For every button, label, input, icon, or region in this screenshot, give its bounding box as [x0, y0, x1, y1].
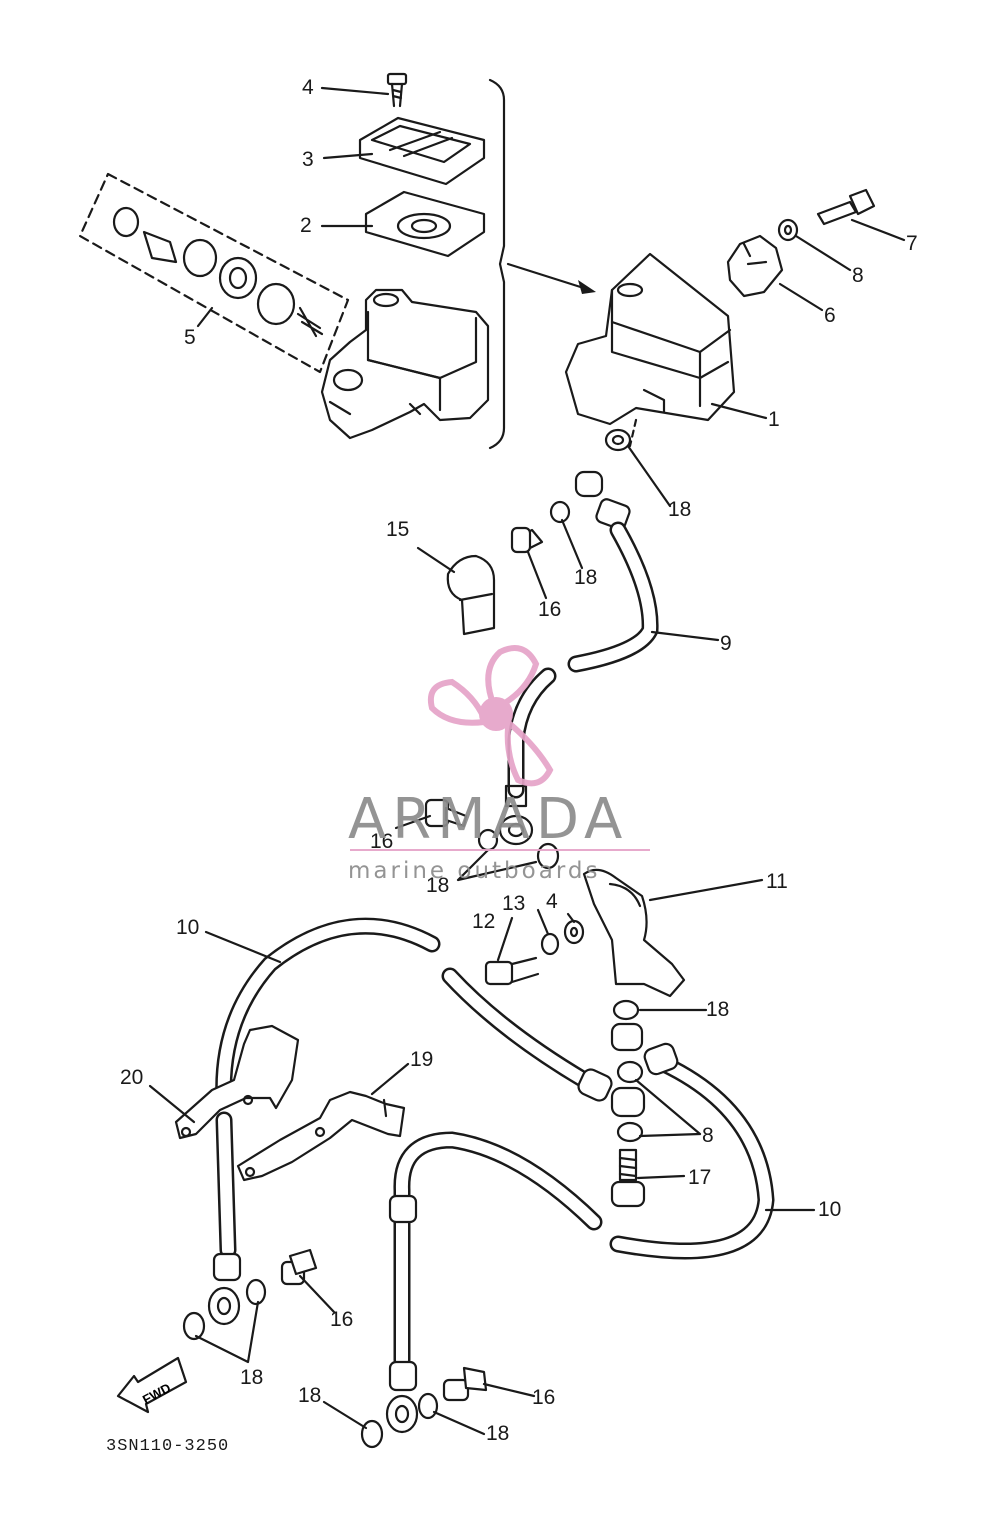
callout-leaders: [148, 86, 906, 1436]
callout-19: 19: [410, 1048, 433, 1071]
callout-20: 20: [120, 1066, 143, 1089]
callout-2: 2: [300, 214, 312, 237]
callout-16: 16: [538, 598, 561, 621]
callout-18: 18: [574, 566, 597, 589]
callout-16: 16: [532, 1386, 555, 1409]
callout-18: 18: [240, 1366, 263, 1389]
callout-8: 8: [852, 264, 864, 287]
callout-18: 18: [298, 1384, 321, 1407]
master-cylinder-exploded: [78, 72, 596, 450]
callout-18: 18: [706, 998, 729, 1021]
propeller-logo-icon: [428, 645, 554, 787]
callout-4: 4: [302, 76, 314, 99]
watermark-tagline: marine outboards: [348, 858, 600, 884]
hose-brackets: [174, 1024, 406, 1182]
callout-9: 9: [720, 632, 732, 655]
callout-10: 10: [818, 1198, 841, 1221]
callout-18: 18: [486, 1422, 509, 1445]
lower-brake-hoses: [182, 917, 775, 1449]
callout-labels: 4 3 2 5 7 8 6 1 18 15 18 16 9 16 18 11 1…: [106, 76, 918, 1456]
callout-10: 10: [176, 916, 199, 939]
callout-12: 12: [472, 910, 495, 933]
forward-arrow-icon: FWD: [116, 1356, 188, 1414]
callout-3: 3: [302, 148, 314, 171]
callout-18: 18: [426, 874, 449, 897]
three-way-joint: [484, 868, 686, 1208]
callout-16: 16: [370, 830, 393, 853]
callout-5: 5: [184, 326, 196, 349]
upper-brake-hose: [424, 428, 659, 870]
callout-17: 17: [688, 1166, 711, 1189]
callout-13: 13: [502, 892, 525, 915]
callout-11: 11: [766, 870, 788, 893]
callout-1: 1: [768, 408, 780, 431]
armada-watermark: ARMADA marine outboards: [348, 645, 650, 884]
callout-16: 16: [330, 1308, 353, 1331]
callout-15: 15: [386, 518, 409, 541]
watermark-brand: ARMADA: [348, 787, 628, 852]
callout-7: 7: [906, 232, 918, 255]
master-cylinder-assembled: [564, 188, 876, 448]
callout-4: 4: [546, 890, 558, 913]
callout-18: 18: [668, 498, 691, 521]
callout-8: 8: [702, 1124, 714, 1147]
part-code: 3SN110-3250: [106, 1437, 229, 1456]
callout-6: 6: [824, 304, 836, 327]
